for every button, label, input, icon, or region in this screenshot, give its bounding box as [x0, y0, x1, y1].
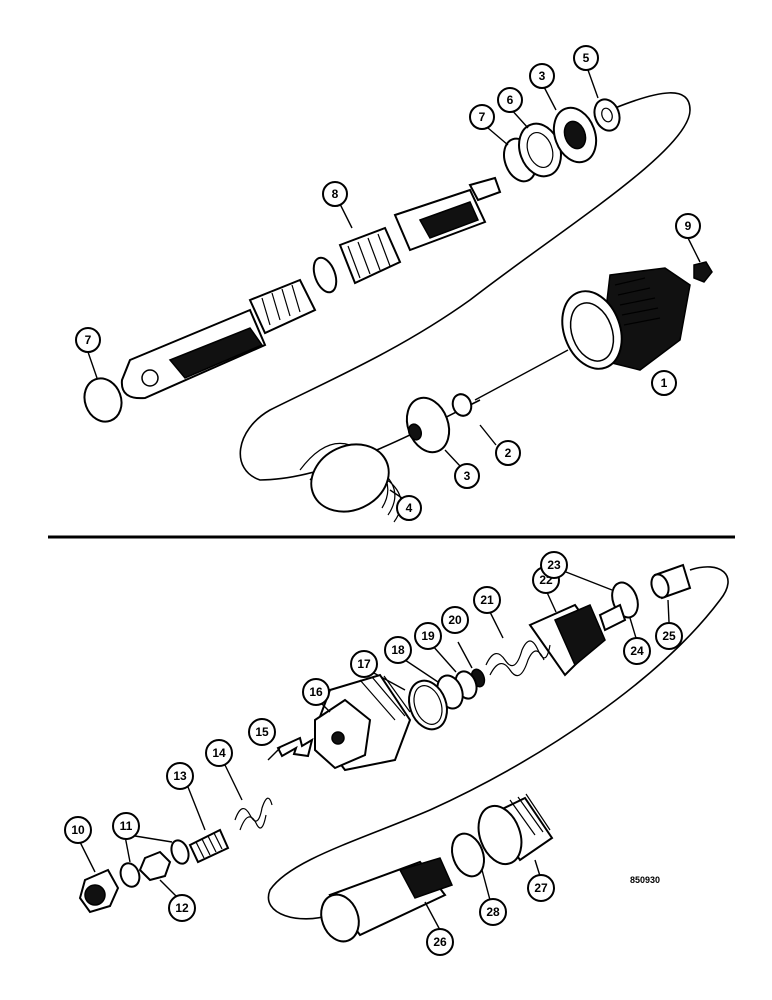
callout-label: 18	[391, 643, 405, 657]
callout-label: 27	[534, 881, 548, 895]
callout-24: 24	[623, 637, 651, 665]
callout-label: 23	[547, 558, 561, 572]
callout-23: 23	[540, 551, 568, 579]
callout-3-lower: 3	[454, 463, 480, 489]
part-bushing	[650, 563, 692, 623]
callout-5: 5	[573, 45, 599, 71]
callout-label: 24	[630, 644, 644, 658]
callout-16: 16	[302, 678, 330, 706]
callout-label: 26	[433, 935, 447, 949]
callout-25: 25	[655, 622, 683, 650]
callout-8: 8	[322, 181, 348, 207]
callout-label: 3	[464, 469, 471, 483]
callout-label: 17	[357, 657, 371, 671]
part-spool	[120, 176, 502, 400]
callout-17: 17	[350, 650, 378, 678]
callout-label: 13	[173, 769, 187, 783]
callout-label: 15	[255, 725, 269, 739]
callout-label: 12	[175, 901, 189, 915]
callout-9: 9	[675, 213, 701, 239]
callout-26: 26	[426, 928, 454, 956]
figure-code: 850930	[630, 875, 660, 885]
part-plug	[477, 793, 554, 877]
part-seal-stack	[487, 69, 621, 183]
callout-7-left: 7	[75, 327, 101, 353]
part-hex-body	[313, 673, 412, 772]
callout-3-upper: 3	[529, 63, 555, 89]
part-washers-nut	[119, 835, 190, 901]
part-fitting	[687, 237, 713, 283]
callout-label: 9	[685, 219, 692, 233]
callout-label: 25	[662, 629, 676, 643]
callout-label: 1	[661, 376, 668, 390]
callout-label: 10	[71, 823, 85, 837]
callout-14: 14	[205, 739, 233, 767]
callout-label: 3	[539, 69, 546, 83]
callout-label: 14	[212, 746, 226, 760]
callout-18: 18	[384, 636, 412, 664]
callout-11: 11	[112, 812, 140, 840]
part-spring-small	[485, 611, 551, 677]
part-sleeve	[320, 857, 454, 943]
callout-7-upper: 7	[469, 104, 495, 130]
callout-label: 19	[421, 629, 435, 643]
assembly-path-top	[239, 92, 691, 481]
assembly-path-bottom	[267, 566, 729, 920]
part-valve-body	[528, 587, 627, 677]
part-o-ring-left	[83, 377, 123, 423]
callout-10: 10	[64, 816, 92, 844]
callout-15: 15	[248, 718, 276, 746]
callout-label: 7	[479, 110, 486, 124]
callout-21: 21	[473, 586, 501, 614]
part-pin-arrow	[267, 736, 314, 761]
callout-label: 11	[120, 819, 133, 833]
part-acorn-nut	[78, 841, 120, 914]
part-seal-group-bottom	[371, 641, 486, 731]
callout-12: 12	[168, 894, 196, 922]
callout-label: 21	[480, 593, 494, 607]
part-spring-group	[299, 393, 497, 523]
callout-label: 8	[332, 187, 339, 201]
part-adjusting-screw	[187, 786, 230, 864]
callout-20: 20	[441, 606, 469, 634]
part-o-ring-28	[451, 832, 491, 901]
callout-label: 4	[406, 501, 413, 515]
callout-label: 28	[486, 905, 500, 919]
callout-2: 2	[495, 440, 521, 466]
callout-label: 6	[507, 93, 514, 107]
part-housing	[474, 267, 691, 401]
callout-19: 19	[414, 622, 442, 650]
callout-27: 27	[527, 874, 555, 902]
callout-label: 2	[505, 446, 512, 460]
part-spring-plunger	[224, 764, 273, 831]
callout-label: 7	[85, 333, 92, 347]
callout-label: 20	[448, 613, 462, 627]
callout-4: 4	[396, 495, 422, 521]
callout-28: 28	[479, 898, 507, 926]
callout-6: 6	[497, 87, 523, 113]
callout-label: 5	[583, 51, 590, 65]
callout-1: 1	[651, 370, 677, 396]
callout-label: 16	[309, 685, 323, 699]
callout-13: 13	[166, 762, 194, 790]
